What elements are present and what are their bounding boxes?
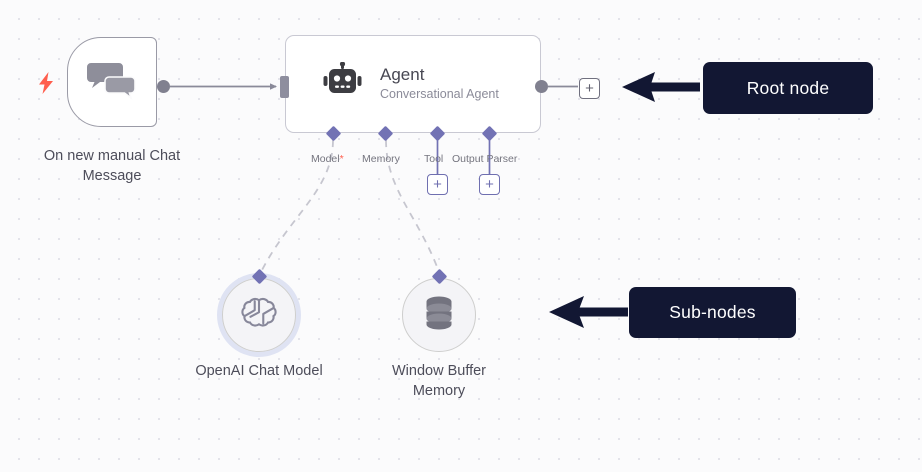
lightning-bolt-icon [38, 72, 54, 94]
annotation-sub-nodes: Sub-nodes [629, 287, 796, 338]
node-openai-chat-model[interactable] [222, 278, 296, 352]
openai-logo-icon [240, 294, 278, 337]
chat-bubbles-icon [87, 60, 137, 105]
port-label-output-parser: Output Parser [452, 153, 518, 165]
database-icon [421, 294, 457, 337]
sub-nodes-arrow [549, 296, 628, 328]
node-agent[interactable]: Agent Conversational Agent [285, 35, 541, 133]
port-label-memory: Memory [362, 153, 400, 165]
robot-icon [322, 60, 364, 107]
port-label-model-text: Model [311, 153, 340, 165]
node-window-buffer-memory[interactable] [402, 278, 476, 352]
add-node-button-tool[interactable]: + [427, 174, 448, 195]
port-label-tool: Tool [424, 153, 444, 165]
port-label-model: Model* [311, 153, 344, 165]
trigger-output-port[interactable] [157, 80, 170, 93]
node-trigger-on-new-manual-chat-message[interactable] [67, 37, 157, 127]
openai-chat-model-caption: OpenAI Chat Model [195, 363, 323, 379]
agent-node-title: Agent [380, 65, 425, 84]
agent-input-port[interactable] [280, 76, 289, 98]
agent-node-subtitle: Conversational Agent [380, 87, 499, 101]
add-node-button-root[interactable]: + [579, 78, 600, 99]
annotation-root-node: Root node [703, 62, 873, 114]
window-buffer-memory-caption: Window Buffer Memory [391, 363, 487, 399]
trigger-node-caption: On new manual Chat Message [43, 148, 181, 184]
agent-output-port[interactable] [535, 80, 548, 93]
root-node-arrow [622, 72, 700, 102]
required-asterisk-icon: * [339, 153, 344, 165]
add-node-button-output-parser[interactable]: + [479, 174, 500, 195]
